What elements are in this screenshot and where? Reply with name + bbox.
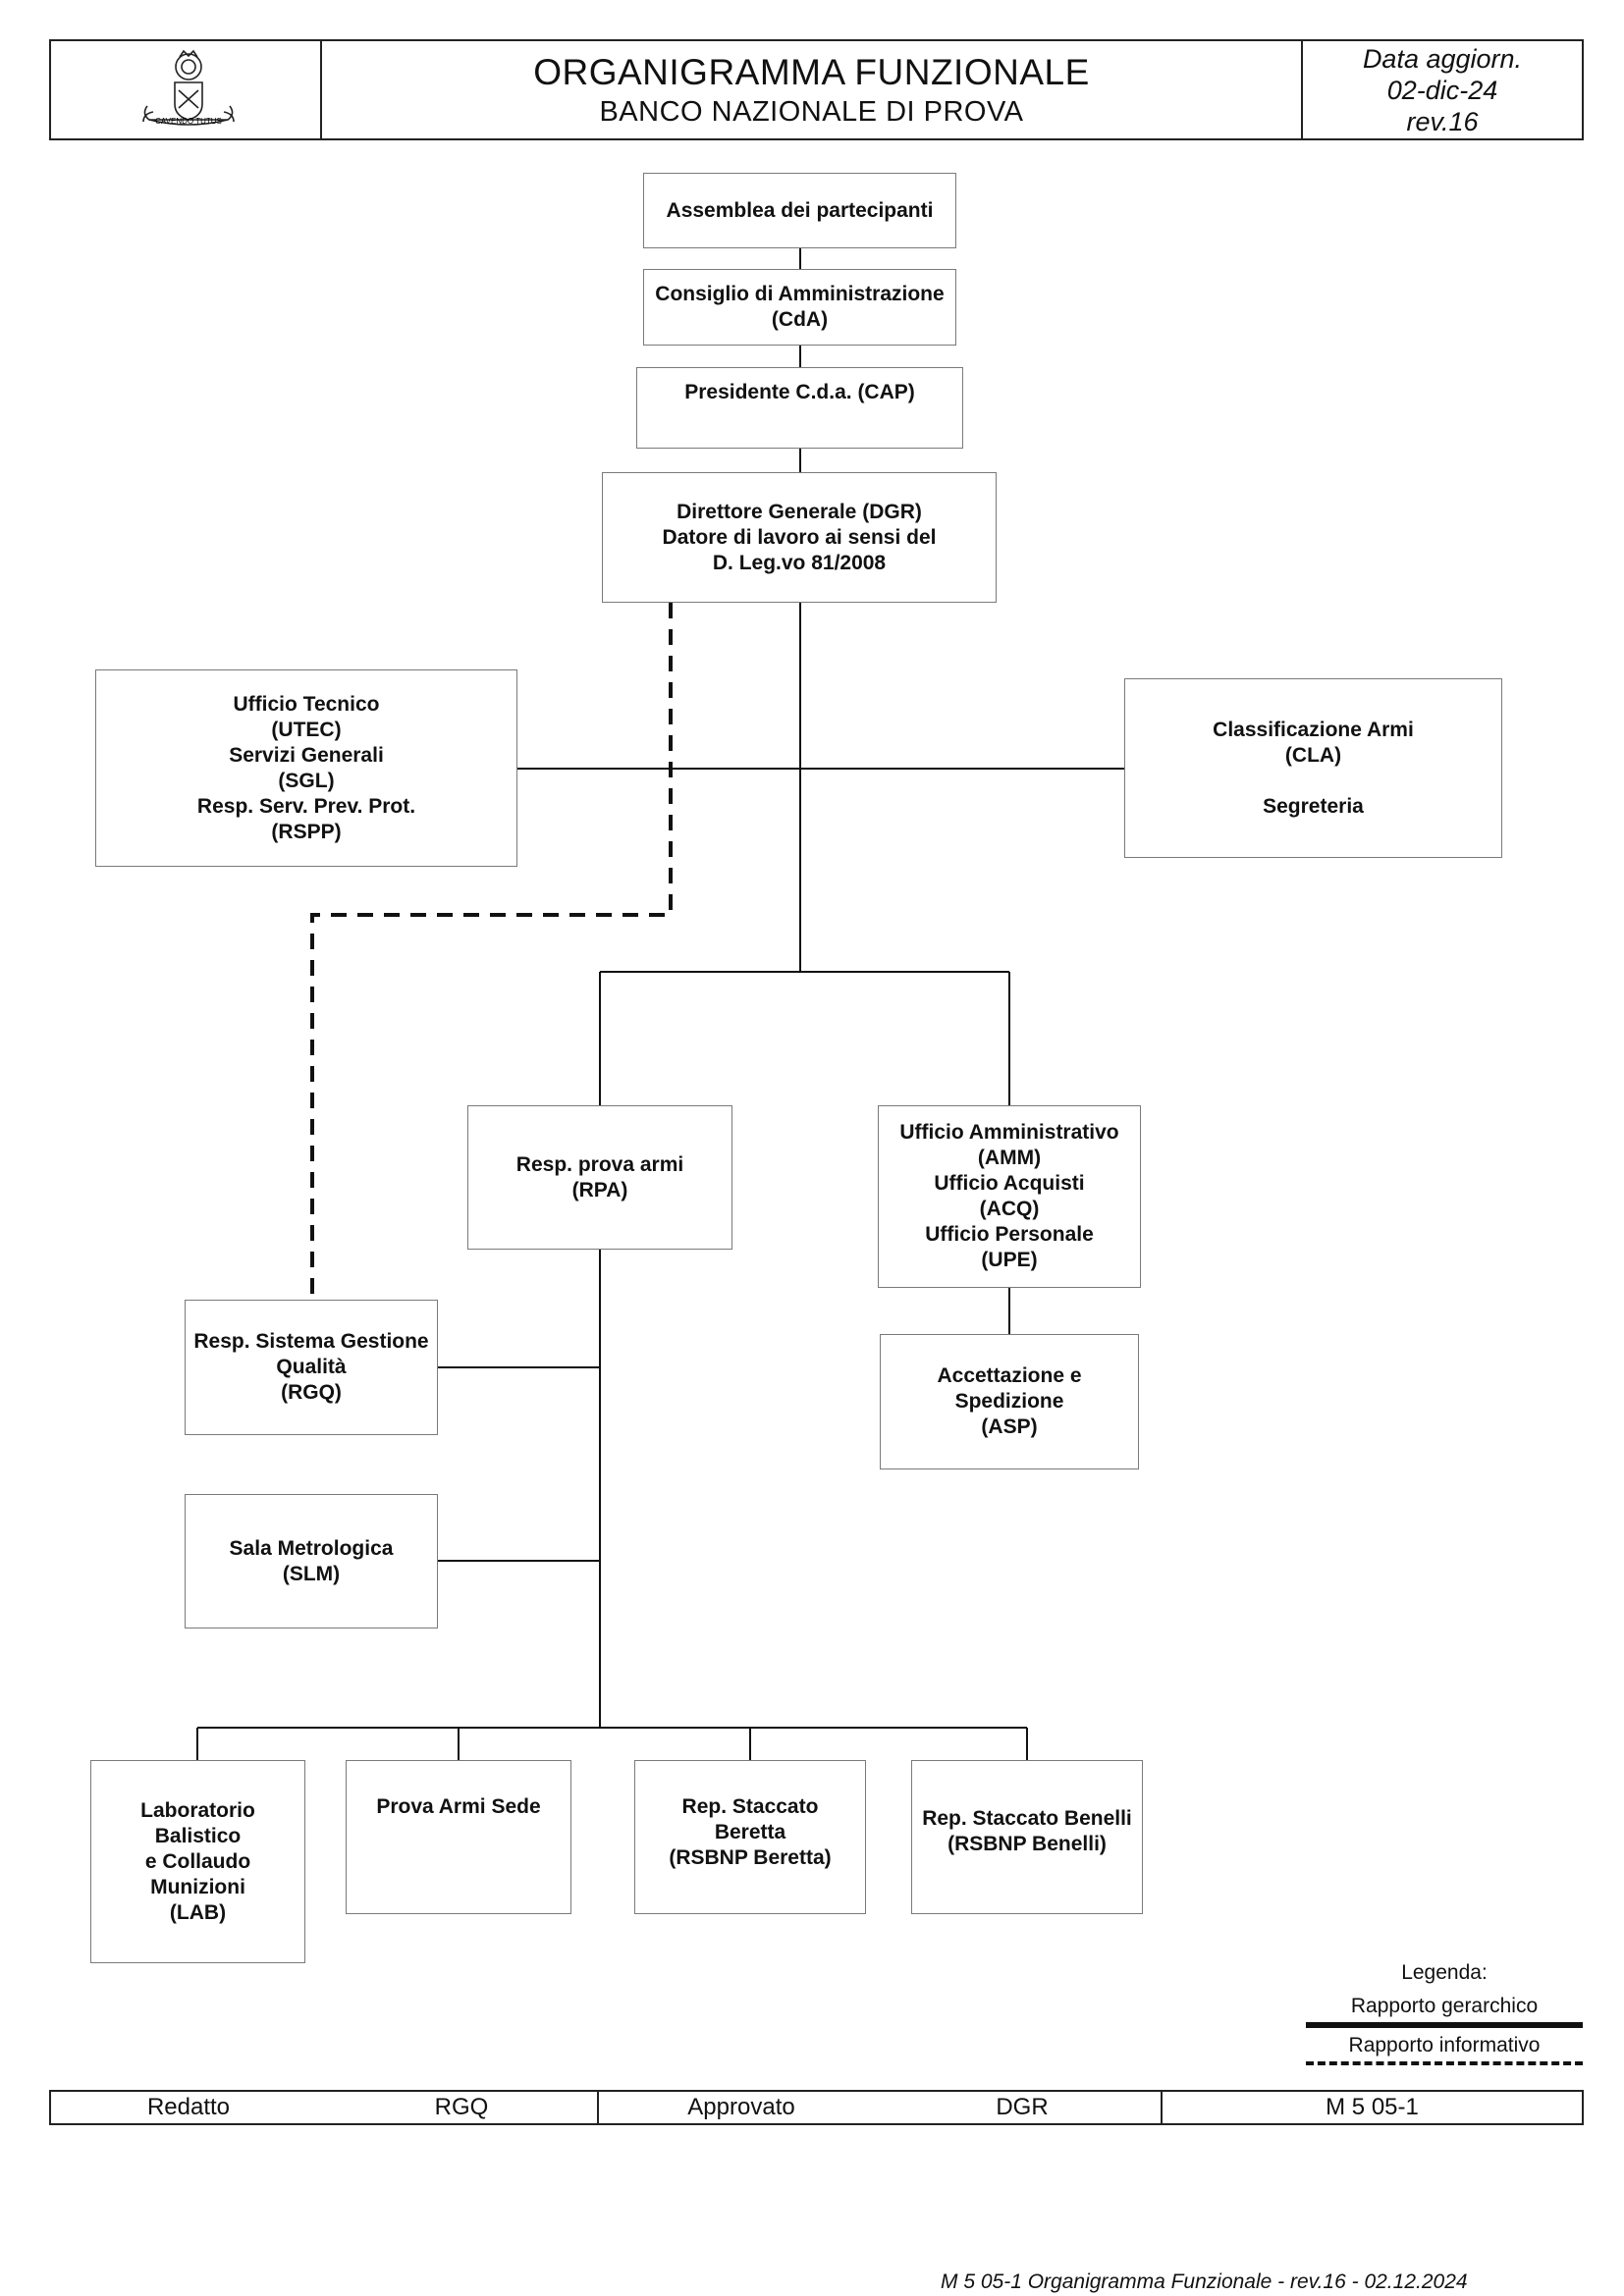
legend: Legenda: Rapporto gerarchico Rapporto in… bbox=[1306, 1959, 1583, 2065]
legend-dashed-line bbox=[1306, 2061, 1583, 2065]
node-presidente: Presidente C.d.a. (CAP) bbox=[636, 367, 963, 449]
footer-approved-label: Approvato bbox=[687, 2094, 795, 2120]
legend-hierarchical-label: Rapporto gerarchico bbox=[1350, 1995, 1539, 2017]
page-subtitle: BANCO NAZIONALE DI PROVA bbox=[599, 95, 1024, 128]
node-resp-prova-armi: Resp. prova armi(RPA) bbox=[467, 1105, 732, 1250]
footer: Redatto RGQ Approvato DGR M 5 05-1 bbox=[49, 2090, 1584, 2125]
node-prova-armi-sede: Prova Armi Sede bbox=[346, 1760, 571, 1914]
legend-informative-label: Rapporto informativo bbox=[1348, 2034, 1541, 2056]
node-ufficio-tecnico: Ufficio Tecnico(UTEC)Servizi Generali (S… bbox=[95, 669, 517, 867]
page-title: ORGANIGRAMMA FUNZIONALE bbox=[533, 51, 1090, 92]
node-classificazione-armi: Classificazione Armi(CLA) Segreteria bbox=[1124, 678, 1502, 858]
line-informative-dgr-rgq bbox=[310, 603, 673, 1300]
node-rep-staccato-benelli: Rep. Staccato Benelli(RSBNP Benelli) bbox=[911, 1760, 1143, 1914]
update-date: 02-dic-24 bbox=[1386, 75, 1498, 105]
legend-solid-line bbox=[1306, 2022, 1583, 2028]
footer-doc-code: M 5 05-1 bbox=[1326, 2094, 1419, 2120]
header: CAVENDO TUTUS ORGANIGRAMMA FUNZIONALE BA… bbox=[49, 39, 1584, 140]
header-date-cell: Data aggiorn. 02-dic-24 rev.16 bbox=[1303, 41, 1582, 138]
footer-drafted-label: Redatto bbox=[146, 2094, 231, 2120]
header-title-cell: ORGANIGRAMMA FUNZIONALE BANCO NAZIONALE … bbox=[322, 41, 1303, 138]
header-logo-cell: CAVENDO TUTUS bbox=[51, 41, 322, 138]
coat-of-arms-icon: CAVENDO TUTUS bbox=[142, 49, 235, 126]
legend-title: Legenda: bbox=[1401, 1961, 1488, 1984]
node-direttore-generale: Direttore Generale (DGR)Datore di lavoro… bbox=[602, 472, 997, 603]
revision: rev.16 bbox=[1406, 106, 1479, 136]
footer-drafted-by: RGQ bbox=[326, 2092, 599, 2123]
logo-motto: CAVENDO TUTUS bbox=[155, 117, 222, 126]
node-ufficio-amministrativo: Ufficio Amministrativo(AMM)Ufficio Acqui… bbox=[878, 1105, 1141, 1288]
node-cda: Consiglio di Amministrazione(CdA) bbox=[643, 269, 956, 346]
date-label: Data aggiorn. bbox=[1362, 43, 1523, 74]
node-sala-metrologica: Sala Metrologica(SLM) bbox=[185, 1494, 438, 1629]
footer-approved-by: DGR bbox=[884, 2092, 1163, 2123]
node-assemblea: Assemblea dei partecipanti bbox=[643, 173, 956, 248]
bottom-document-note: M 5 05-1 Organigramma Funzionale - rev.1… bbox=[941, 2270, 1468, 2293]
